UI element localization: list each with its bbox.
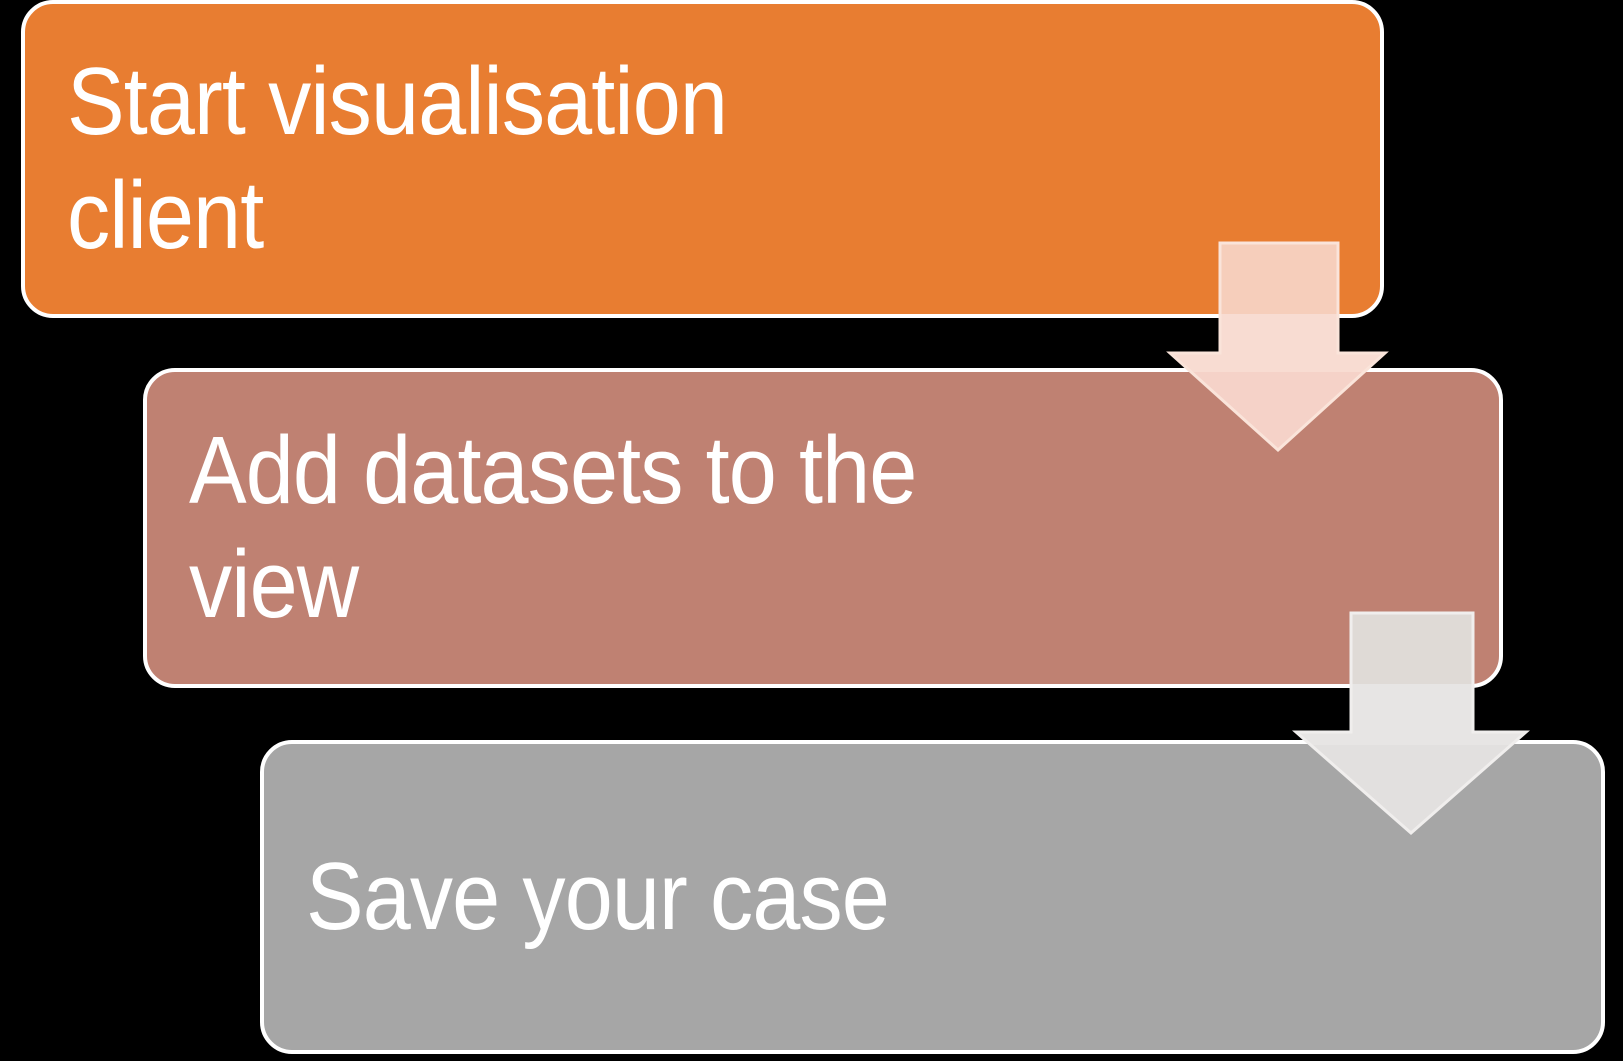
step-box-start-visualisation-client: Start visualisation client xyxy=(21,0,1384,318)
step-box-add-datasets-to-view: Add datasets to the view xyxy=(143,368,1503,688)
step-label: Save your case xyxy=(306,840,1472,954)
step-label-line-1: Save your case xyxy=(306,843,890,950)
step-label: Add datasets to the view xyxy=(189,414,1368,642)
arrow1-tint-over-background xyxy=(1170,314,1385,372)
arrow2-tint-over-background xyxy=(1296,684,1526,745)
step-box-save-your-case: Save your case xyxy=(260,740,1605,1054)
step-label-line-1: Start visualisation xyxy=(67,48,728,155)
step-label-line-2: view xyxy=(189,531,359,638)
step-label: Start visualisation client xyxy=(67,45,1249,273)
step-label-line-1: Add datasets to the xyxy=(189,417,917,524)
step-label-line-2: client xyxy=(67,162,264,269)
